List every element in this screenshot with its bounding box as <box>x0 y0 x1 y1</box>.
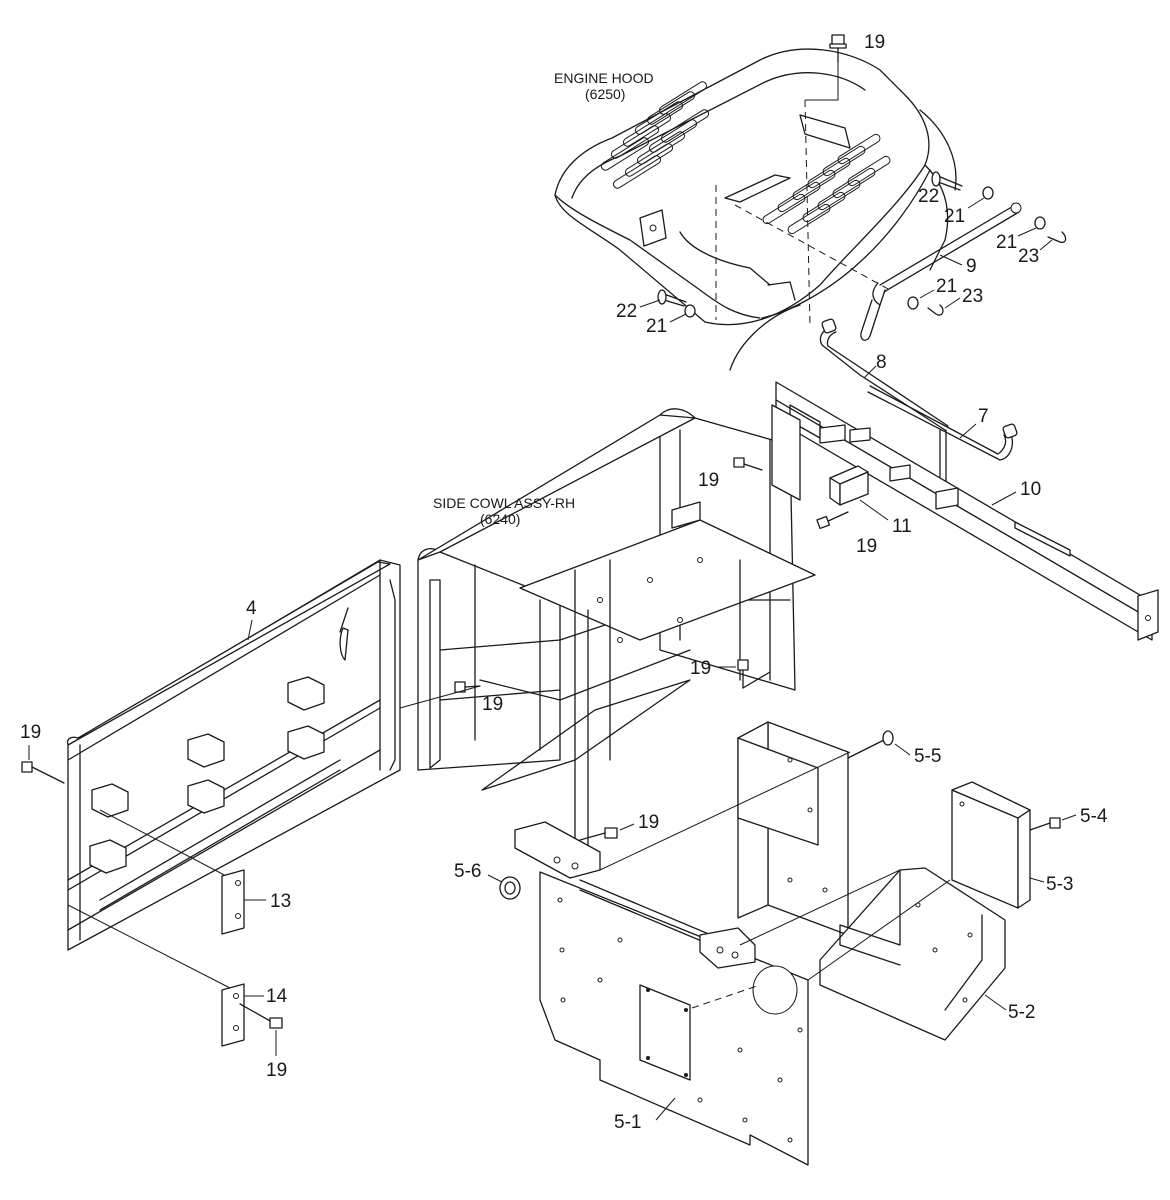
stay-rod-8 <box>819 318 949 431</box>
insulation-5-2 <box>819 867 1006 1041</box>
callout-21-left: 21 <box>646 316 667 337</box>
bolt-19-bracket-top <box>733 457 763 471</box>
clip-5-5 <box>882 730 894 746</box>
callout-21-right-a: 21 <box>944 206 965 227</box>
callout-7: 7 <box>978 406 989 427</box>
door-rubber-blocks <box>89 676 325 874</box>
washer-21-mid <box>907 296 919 310</box>
bolt-5-4 <box>1029 817 1061 831</box>
rod-9 <box>860 202 1022 341</box>
callout-9: 9 <box>966 256 977 277</box>
callout-19-plate: 19 <box>638 812 659 833</box>
washer-21-right-a <box>982 186 994 200</box>
callout-19-cowl-right: 19 <box>690 658 711 679</box>
side-cowl-label: SIDE COWL ASSY-RH (6240) <box>433 495 579 527</box>
callout-19-bracket-bottom: 19 <box>856 536 877 557</box>
clip-23-mid <box>927 304 944 316</box>
stay-rod-7 <box>867 385 1018 491</box>
bolt-19-top <box>829 34 847 63</box>
callout-19-bracket-top: 19 <box>698 470 719 491</box>
side-cowl-assy <box>417 408 816 851</box>
insulation-5-5 <box>737 721 849 936</box>
callout-21-right-b: 21 <box>996 232 1017 253</box>
engine-hood <box>554 48 957 371</box>
callout-19-door-left: 19 <box>20 722 41 743</box>
callout-11: 11 <box>892 516 912 537</box>
side-door-4 <box>66 559 401 951</box>
grommet-5-6 <box>499 876 521 900</box>
bracket-11 <box>829 465 869 506</box>
cover-plate-5-1 <box>514 821 809 1166</box>
bolt-19-door-bottom <box>239 1003 283 1029</box>
callout-5-1: 5-1 <box>614 1112 641 1133</box>
callout-13: 13 <box>270 891 291 912</box>
callout-22-left: 22 <box>616 301 637 322</box>
callout-23-mid: 23 <box>962 286 983 307</box>
side-cowl-plate <box>771 404 801 501</box>
callout-14: 14 <box>266 986 288 1007</box>
hood-vent-slots <box>600 81 891 235</box>
callout-5-5: 5-5 <box>914 746 941 767</box>
insulation-5-3 <box>951 781 1031 909</box>
callout-8: 8 <box>876 352 887 373</box>
callout-19-cowl-mid: 19 <box>482 694 503 715</box>
bolt-19-cowl-right <box>737 659 771 689</box>
engine-hood-label: ENGINE HOOD (6250) <box>554 70 657 102</box>
hinge-13 <box>221 869 245 935</box>
bracket-10 <box>775 381 1159 641</box>
washer-21-left <box>684 304 696 318</box>
pin-22-right <box>931 171 963 191</box>
callout-5-3: 5-3 <box>1046 874 1073 895</box>
callout-21-mid: 21 <box>936 276 957 297</box>
callout-5-4: 5-4 <box>1080 806 1108 827</box>
callout-4: 4 <box>246 598 257 619</box>
callout-19-door-bottom: 19 <box>266 1060 287 1081</box>
bolt-19-plate <box>579 827 618 841</box>
callout-5-6: 5-6 <box>454 861 481 882</box>
callout-23-right-a: 23 <box>1018 246 1039 267</box>
washer-21-right-b <box>1034 216 1046 230</box>
callout-19-top: 19 <box>864 32 885 53</box>
bolt-19-bracket-bottom <box>816 511 849 530</box>
callout-10: 10 <box>1020 479 1041 500</box>
bolt-19-door-left <box>21 761 65 784</box>
hinge-14 <box>221 983 245 1047</box>
callout-22-right: 22 <box>918 186 939 207</box>
clip-23-right <box>1047 231 1067 244</box>
callout-5-2: 5-2 <box>1008 1002 1035 1023</box>
